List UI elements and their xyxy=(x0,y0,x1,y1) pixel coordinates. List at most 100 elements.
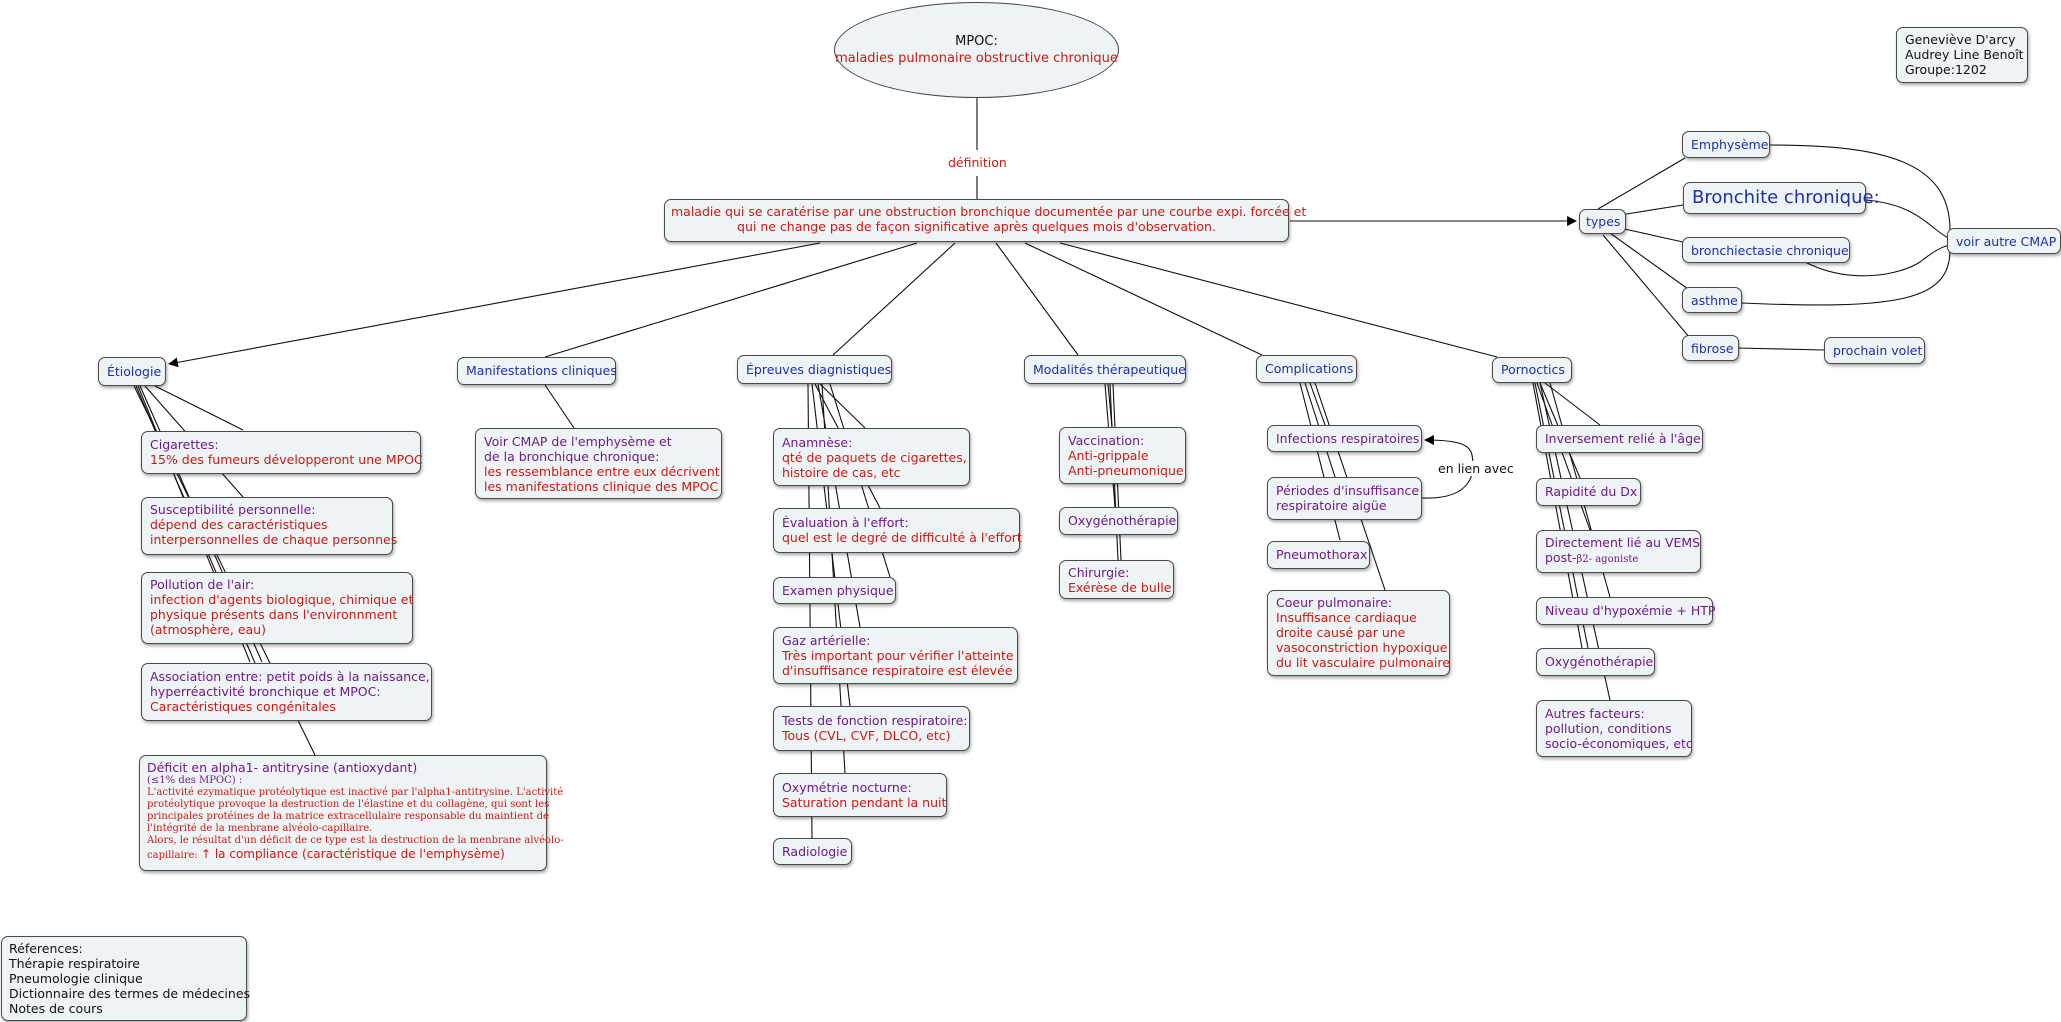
link-asthme-voir xyxy=(1740,249,1951,306)
etio-pollution[interactable]: Pollution de l'air: infection d'agents b… xyxy=(141,572,413,644)
type-emphyseme[interactable]: Emphysème xyxy=(1682,131,1770,158)
etio-cigarettes-title: Cigarettes: xyxy=(150,437,219,452)
category-epreuves[interactable]: Épreuves diagnistiques xyxy=(737,355,892,384)
mod-vaccination-title: Vaccination: xyxy=(1068,433,1145,448)
ep-examen-physique[interactable]: Examen physique xyxy=(773,577,896,604)
comp-periodes-l1: Périodes d'insuffisance xyxy=(1276,483,1420,498)
type-fibrose[interactable]: fibrose xyxy=(1682,335,1739,361)
ep-oxymetrie[interactable]: Oxymétrie nocturne: Saturation pendant l… xyxy=(773,773,947,817)
etio-deficit[interactable]: Déficit en alpha1- antitrysine (antioxyd… xyxy=(139,755,564,871)
definition-node[interactable]: maladie qui se caratérise par une obstru… xyxy=(664,199,1307,242)
pro-vems-l2a: post- xyxy=(1545,550,1577,565)
pro-age[interactable]: Inversement relié à l'âge xyxy=(1536,425,1703,453)
category-complications[interactable]: Complications xyxy=(1256,355,1357,383)
pro-autres-l1: pollution, conditions xyxy=(1545,721,1672,736)
ep-tests[interactable]: Tests de fonction respiratoire: Tous (CV… xyxy=(773,706,970,751)
pro-vems-l2b: β2- agoniste xyxy=(1576,554,1639,565)
etio-pollution-l1: infection d'agents biologique, chimique … xyxy=(150,592,414,607)
reference-4: Notes de cours xyxy=(9,1001,103,1016)
link-types-bronchiectasie xyxy=(1619,227,1684,243)
comp-coeur-l3: vasoconstriction hypoxique xyxy=(1276,640,1448,655)
pro-hypoxemie[interactable]: Niveau d'hypoxémie + HTP xyxy=(1536,597,1715,625)
manif-l1: Voir CMAP de l'emphysème et xyxy=(484,434,672,449)
manif-l3: les ressemblance entre eux décrivent xyxy=(484,464,720,479)
etio-deficit-l3: principales protéines de la matrice extr… xyxy=(147,811,549,822)
manif-l2: de la bronchique chronique: xyxy=(484,449,660,464)
link-types-fibrose xyxy=(1602,234,1691,339)
category-etiologie[interactable]: Étiologie xyxy=(98,357,166,386)
ep-anamnese-l1: qté de paquets de cigarettes, xyxy=(782,450,967,465)
etio-cigarettes[interactable]: Cigarettes: 15% des fumeurs développeron… xyxy=(141,431,423,474)
etio-susceptibilite-l1: dépend des caractéristiques xyxy=(150,517,328,532)
mod-chirurgie[interactable]: Chirurgie: Exérèse de bulle xyxy=(1059,560,1174,599)
link-fibrose-prochain xyxy=(1736,347,1825,351)
pro-autres-l2: socio-économiques, etc xyxy=(1545,736,1693,751)
ep-evaluation-title: Évaluation à l'effort: xyxy=(782,515,909,530)
etio-pollution-l3: (atmosphère, eau) xyxy=(150,622,266,637)
prochain-volet-link[interactable]: prochain volet xyxy=(1824,337,1925,364)
link-label-en-lien: en lien avec xyxy=(1438,461,1514,476)
mod-oxygenotherapie[interactable]: Oxygénothérapie xyxy=(1059,507,1178,535)
ep-tests-text: Tous (CVL, CVF, DLCO, etc) xyxy=(782,728,951,743)
voir-autre-cmap-link[interactable]: voir autre CMAP xyxy=(1947,228,2061,254)
category-modalites[interactable]: Modalités thérapeutique xyxy=(1024,355,1186,384)
pro-oxygenotherapie[interactable]: Oxygénothérapie xyxy=(1536,648,1655,676)
manif-voir-cmap[interactable]: Voir CMAP de l'emphysème et de la bronch… xyxy=(475,428,722,499)
etio-association-l2: hyperréactivité bronchique et MPOC: xyxy=(150,684,381,699)
comp-periodes-l2: respiratoire aigüe xyxy=(1276,498,1387,513)
etio-pollution-l2: physique présents dans l'environnment xyxy=(150,607,398,622)
root-subtitle: maladies pulmonaire obstructive chroniqu… xyxy=(835,51,1118,66)
types-node[interactable]: types xyxy=(1579,209,1626,234)
definition-line-1: maladie qui se caratérise par une obstru… xyxy=(671,204,1307,219)
category-pronostic[interactable]: Pornoctics xyxy=(1492,357,1572,383)
link-ep-anamnese xyxy=(819,383,866,429)
ep-tests-title: Tests de fonction respiratoire: xyxy=(782,713,968,728)
etio-susceptibilite[interactable]: Susceptibilité personnelle: dépend des c… xyxy=(141,497,397,555)
ep-radiologie[interactable]: Radiologie xyxy=(773,838,852,865)
mod-chirurgie-text: Exérèse de bulle xyxy=(1068,580,1172,595)
ep-gaz[interactable]: Gaz artérielle: Très important pour véri… xyxy=(773,627,1018,684)
ep-evaluation-text: quel est le degré de difficulté à l'effo… xyxy=(782,530,1022,545)
ep-anamnese-l2: histoire de cas, etc xyxy=(782,465,901,480)
type-asthme[interactable]: asthme xyxy=(1682,287,1742,313)
comp-infections[interactable]: Infections respiratoires xyxy=(1267,425,1422,452)
root-title: MPOC: xyxy=(955,34,998,49)
etio-susceptibilite-title: Susceptibilité personnelle: xyxy=(150,502,316,517)
link-definition-modalites xyxy=(995,242,1079,356)
comp-pneumothorax[interactable]: Pneumothorax xyxy=(1267,541,1370,569)
link-manif-voir xyxy=(544,384,575,429)
pro-autres-title: Autres facteurs: xyxy=(1545,706,1645,721)
reference-3: Dictionnaire des termes de médecines xyxy=(9,986,251,1001)
pro-rapidite[interactable]: Rapidité du Dx xyxy=(1536,478,1641,506)
ep-gaz-l1: Très important pour vérifier l'atteinte xyxy=(782,648,1014,663)
ep-evaluation[interactable]: Évaluation à l'effort: quel est le degré… xyxy=(773,508,1022,553)
ep-anamnese[interactable]: Anamnèse: qté de paquets de cigarettes, … xyxy=(773,428,970,486)
comp-coeur-pulmonaire[interactable]: Coeur pulmonaire: Insuffisance cardiaque… xyxy=(1267,590,1450,676)
type-bronchiectasie[interactable]: bronchiectasie chronique xyxy=(1682,237,1850,263)
pro-vems[interactable]: Directement lié au VEMS post-β2- agonist… xyxy=(1536,530,1701,573)
link-bronchiectasie-voir xyxy=(1804,244,1953,277)
reference-1: Thérapie respiratoire xyxy=(9,956,140,971)
link-definition-manifestations xyxy=(544,242,918,358)
category-manifestations[interactable]: Manifestations cliniques xyxy=(457,357,617,385)
link-definition-pronostic xyxy=(1059,242,1498,358)
comp-coeur-l4: du lit vasculaire pulmonaire xyxy=(1276,655,1450,670)
link-types-asthme xyxy=(1609,232,1689,290)
etio-deficit-l2: protéolytique provoque la destruction de… xyxy=(147,799,550,810)
root-concept-mpoc[interactable]: MPOC: maladies pulmonaire obstructive ch… xyxy=(834,2,1119,98)
comp-periodes[interactable]: Périodes d'insuffisance respiratoire aig… xyxy=(1267,477,1422,520)
type-bronchite-chronique[interactable]: Bronchite chronique: xyxy=(1683,182,1880,214)
etio-deficit-l6a: capillaire: xyxy=(147,850,201,861)
etio-cigarettes-text: 15% des fumeurs développeront une MPOC xyxy=(150,452,423,467)
etio-association-l1: Association entre: petit poids à la nais… xyxy=(150,669,430,684)
pro-autres-facteurs[interactable]: Autres facteurs: pollution, conditions s… xyxy=(1536,700,1693,757)
manif-l4: les manifestations clinique des MPOC xyxy=(484,479,719,494)
comp-coeur-l2: droite causé par une xyxy=(1276,625,1406,640)
link-bronchite-voir xyxy=(1865,199,1953,241)
etio-deficit-title: Déficit en alpha1- antitrysine (antioxyd… xyxy=(147,760,418,775)
mod-vaccination[interactable]: Vaccination: Anti-grippale Anti-pneumoni… xyxy=(1059,427,1186,484)
link-pro-age xyxy=(1544,382,1601,426)
etio-association[interactable]: Association entre: petit poids à la nais… xyxy=(141,663,432,721)
etio-deficit-l4: l'intégrité de la menbrane alvéolo-capil… xyxy=(147,823,373,834)
authors-box: Geneviève D'arcy Audrey Line Benoît Grou… xyxy=(1896,27,2028,83)
